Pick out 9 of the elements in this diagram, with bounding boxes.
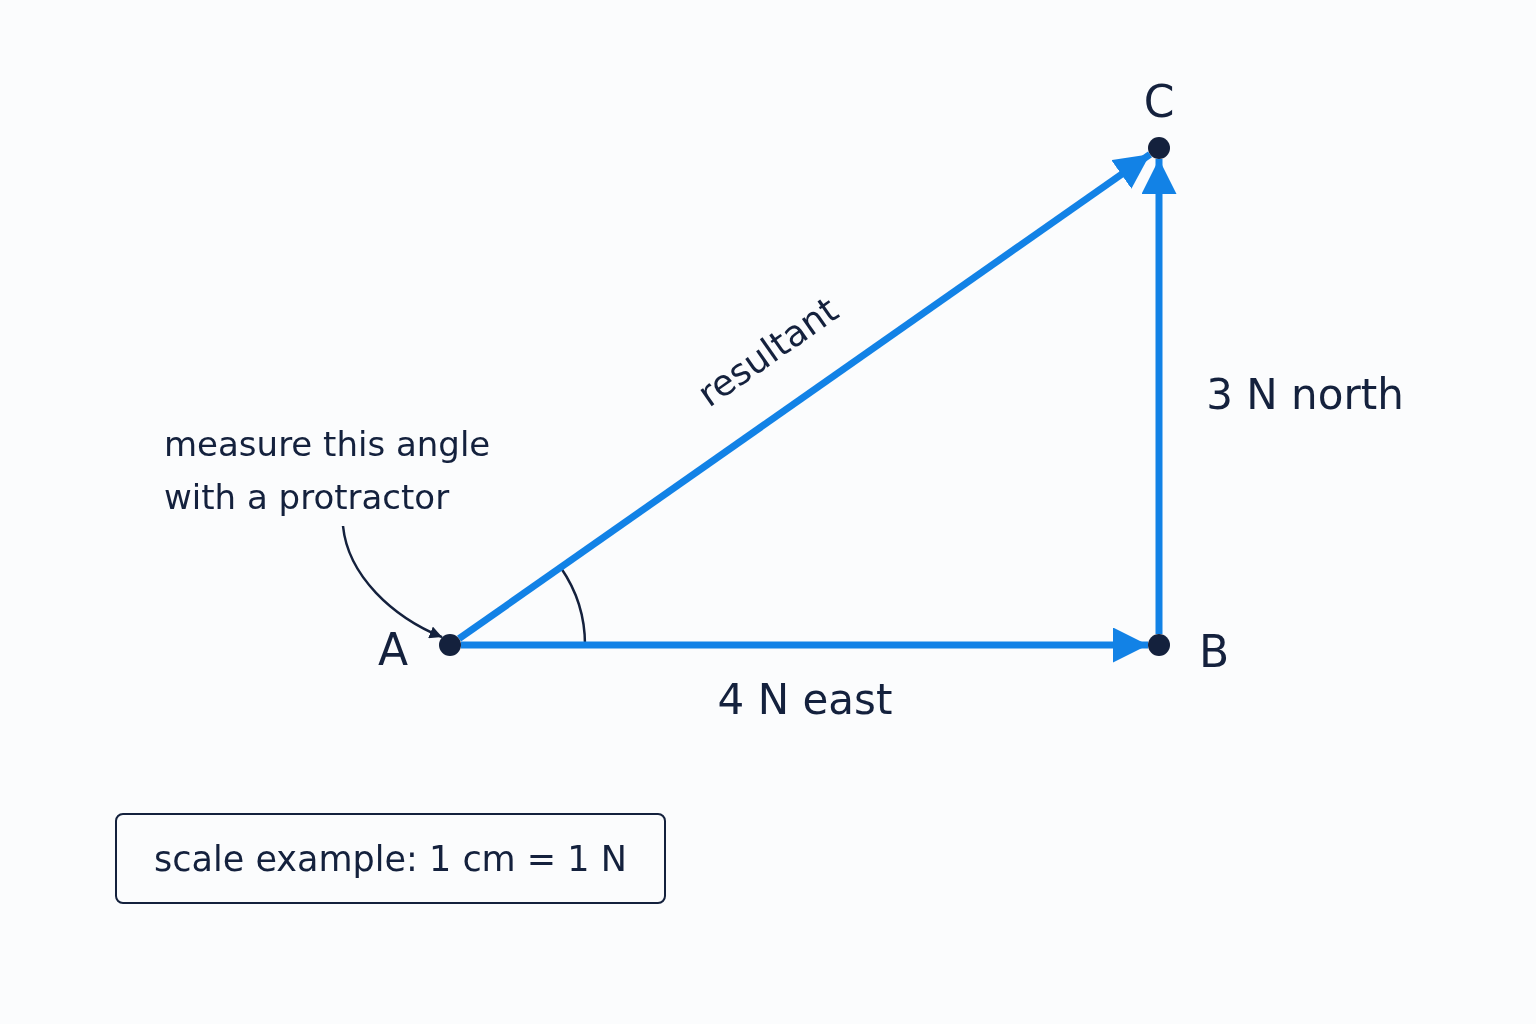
- point-dot: [439, 634, 461, 656]
- vector-arrow: [1141, 159, 1177, 634]
- vector-arrow: [461, 627, 1148, 663]
- leader-arrow: [341, 525, 443, 639]
- annotation-text: measure this angle with a protractor: [164, 418, 544, 524]
- point-dot: [1148, 634, 1170, 656]
- scale-note: scale example: 1 cm = 1 N: [115, 813, 666, 904]
- vector-arrow: [457, 151, 1152, 642]
- point-dot: [1148, 137, 1170, 159]
